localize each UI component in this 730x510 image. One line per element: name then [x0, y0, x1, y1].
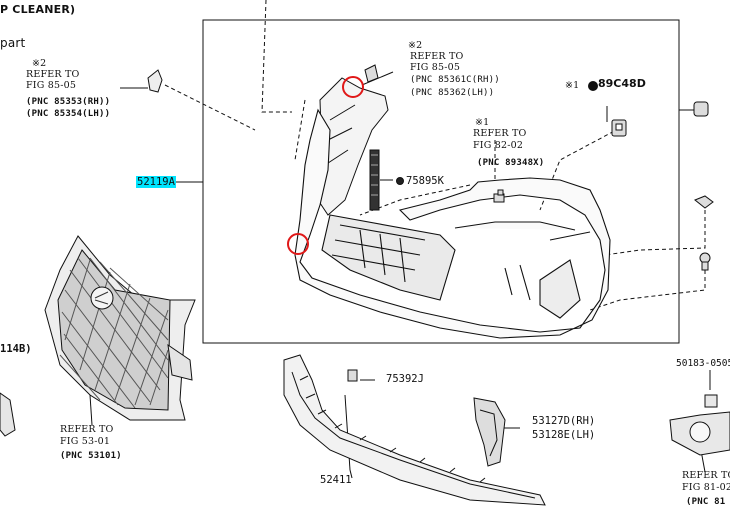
side-piece-53114b — [0, 392, 16, 437]
ref-mark: ※2 — [408, 40, 423, 51]
part-53128e[interactable]: 53128E(LH) — [532, 429, 596, 441]
header-part-label: part — [0, 36, 26, 50]
bolt-icons — [693, 101, 714, 271]
part-89c48d[interactable]: 89C48D — [598, 77, 646, 90]
pnc-89348x: (PNC 89348X) — [477, 158, 545, 168]
fig-link[interactable]: FIG 53-01 — [60, 436, 111, 447]
callout-circles — [287, 76, 364, 255]
refer-to-link[interactable]: REFER TO — [60, 424, 114, 435]
fig-link[interactable]: FIG 82-02 — [473, 140, 524, 151]
clip-85353-icon — [147, 69, 163, 93]
part-53127d[interactable]: 53127D(RH) — [532, 415, 596, 427]
part-52411[interactable]: 52411 — [320, 474, 352, 486]
lower-strip-52411 — [283, 354, 546, 506]
pnc-rh: (PNC 85361C(RH)) — [410, 75, 500, 85]
refer-to-link[interactable]: REFER TO — [682, 470, 730, 481]
refer-to-link[interactable]: REFER TO — [26, 69, 80, 80]
clip-75392j-icon — [347, 369, 358, 382]
reflector-53127d-icon — [473, 397, 506, 467]
fig-link[interactable]: FIG 85-05 — [410, 62, 461, 73]
pnc-rh: (PNC 85353(RH)) — [26, 97, 111, 107]
ref-mark: ※1 — [565, 80, 580, 91]
fig-link[interactable]: FIG 85-05 — [26, 80, 77, 91]
ref-mark: ※2 — [32, 58, 47, 69]
clip-89348x-icon — [493, 189, 505, 203]
part-75392j[interactable]: 75392J — [386, 373, 424, 385]
foglamp-81-02 — [669, 394, 730, 456]
header-cleaner-label: P CLEANER) — [0, 3, 76, 16]
pnc-lh: (PNC 85354(LH)) — [26, 109, 111, 119]
clip-75895k-icon — [369, 149, 404, 211]
pnc-81: (PNC 81 — [686, 497, 726, 507]
washer-nozzle-icon — [364, 64, 379, 83]
pnc-53101: (PNC 53101) — [60, 451, 122, 461]
bumper-cover-52119a — [294, 108, 611, 339]
grille-53101 — [44, 235, 196, 421]
fig-link[interactable]: FIG 81-02 — [682, 482, 730, 493]
ref-mark: ※1 — [475, 117, 490, 128]
sensor-89c48d-icon — [588, 81, 627, 137]
part-50183[interactable]: 50183-0505 — [676, 358, 730, 369]
pnc-lh: (PNC 85362(LH)) — [410, 88, 495, 98]
part-75895k[interactable]: 75895K — [406, 175, 444, 187]
part-53114b[interactable]: 114B) — [0, 343, 32, 355]
part-52119a[interactable]: 52119A — [136, 176, 176, 188]
refer-to-link[interactable]: REFER TO — [473, 128, 527, 139]
refer-to-link[interactable]: REFER TO — [410, 51, 464, 62]
